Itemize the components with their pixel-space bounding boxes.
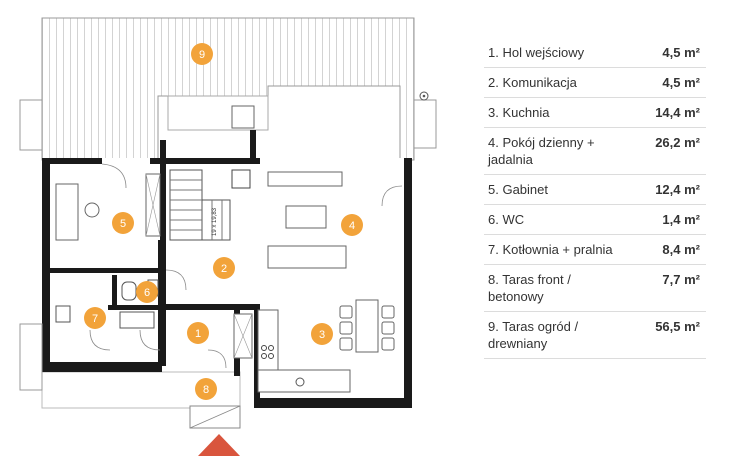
room-label: 8. Taras front / betonowy bbox=[488, 272, 571, 304]
svg-text:3: 3 bbox=[319, 329, 325, 341]
entrance-arrow bbox=[198, 434, 240, 456]
room-area: 4,5 m² bbox=[662, 75, 700, 90]
room-badge-1: 1 bbox=[187, 322, 209, 344]
svg-text:1: 1 bbox=[195, 328, 201, 340]
room-badge-3: 3 bbox=[311, 323, 333, 345]
stair-label: 19 x 19,83 bbox=[212, 207, 218, 236]
room-badge-7: 7 bbox=[84, 307, 106, 329]
room-label: 7. Kotłownia + pralnia bbox=[488, 242, 613, 257]
room-badge-5: 5 bbox=[112, 212, 134, 234]
table-row: 7. Kotłownia + pralnia 8,4 m² bbox=[484, 235, 706, 265]
room-area: 56,5 m² bbox=[655, 319, 700, 334]
svg-text:8: 8 bbox=[203, 384, 209, 396]
table-row: 1. Hol wejściowy 4,5 m² bbox=[484, 38, 706, 68]
svg-text:5: 5 bbox=[120, 218, 126, 230]
room-area-table: 1. Hol wejściowy 4,5 m² 2. Komunikacja 4… bbox=[484, 38, 706, 359]
room-area: 12,4 m² bbox=[655, 182, 700, 197]
room-area: 26,2 m² bbox=[655, 135, 700, 150]
svg-text:7: 7 bbox=[92, 313, 98, 325]
room-label: 9. Taras ogród / drewniany bbox=[488, 319, 579, 351]
table-row: 8. Taras front / betonowy 7,7 m² bbox=[484, 265, 706, 312]
rear-deck bbox=[19, 17, 437, 161]
room-area: 4,5 m² bbox=[662, 45, 700, 60]
room-badge-6: 6 bbox=[136, 281, 158, 303]
walls bbox=[42, 130, 412, 408]
table-row: 6. WC 1,4 m² bbox=[484, 205, 706, 235]
room-badge-8: 8 bbox=[195, 378, 217, 400]
living-furniture bbox=[267, 171, 395, 353]
kitchen-units bbox=[257, 309, 351, 393]
table-row: 3. Kuchnia 14,4 m² bbox=[484, 98, 706, 128]
room-label: 5. Gabinet bbox=[488, 182, 548, 197]
room-label: 1. Hol wejściowy bbox=[488, 45, 585, 60]
svg-text:4: 4 bbox=[349, 220, 355, 232]
room-badge-9: 9 bbox=[191, 43, 213, 65]
room-label: 4. Pokój dzienny + jadalnia bbox=[488, 135, 595, 167]
room-badge-4: 4 bbox=[341, 214, 363, 236]
room-area: 7,7 m² bbox=[662, 272, 700, 287]
table-row: 2. Komunikacja 4,5 m² bbox=[484, 68, 706, 98]
table-row: 4. Pokój dzienny + jadalnia 26,2 m² bbox=[484, 128, 706, 175]
table-row: 9. Taras ogród / drewniany 56,5 m² bbox=[484, 312, 706, 359]
room-label: 6. WC bbox=[488, 212, 525, 227]
staircase: 19 x 19,83 bbox=[169, 169, 251, 241]
table-row: 5. Gabinet 12,4 m² bbox=[484, 175, 706, 205]
svg-text:9: 9 bbox=[199, 49, 205, 61]
room-label: 2. Komunikacja bbox=[488, 75, 577, 90]
svg-text:6: 6 bbox=[144, 287, 150, 299]
room-label: 3. Kuchnia bbox=[488, 105, 550, 120]
room-badge-2: 2 bbox=[213, 257, 235, 279]
study-furniture bbox=[55, 173, 161, 241]
door-swings bbox=[89, 163, 403, 369]
room-area: 14,4 m² bbox=[655, 105, 700, 120]
svg-text:2: 2 bbox=[221, 263, 227, 275]
floor-plan: 19 x 19,83 bbox=[19, 17, 437, 456]
room-area: 1,4 m² bbox=[662, 212, 700, 227]
room-area: 8,4 m² bbox=[662, 242, 700, 257]
